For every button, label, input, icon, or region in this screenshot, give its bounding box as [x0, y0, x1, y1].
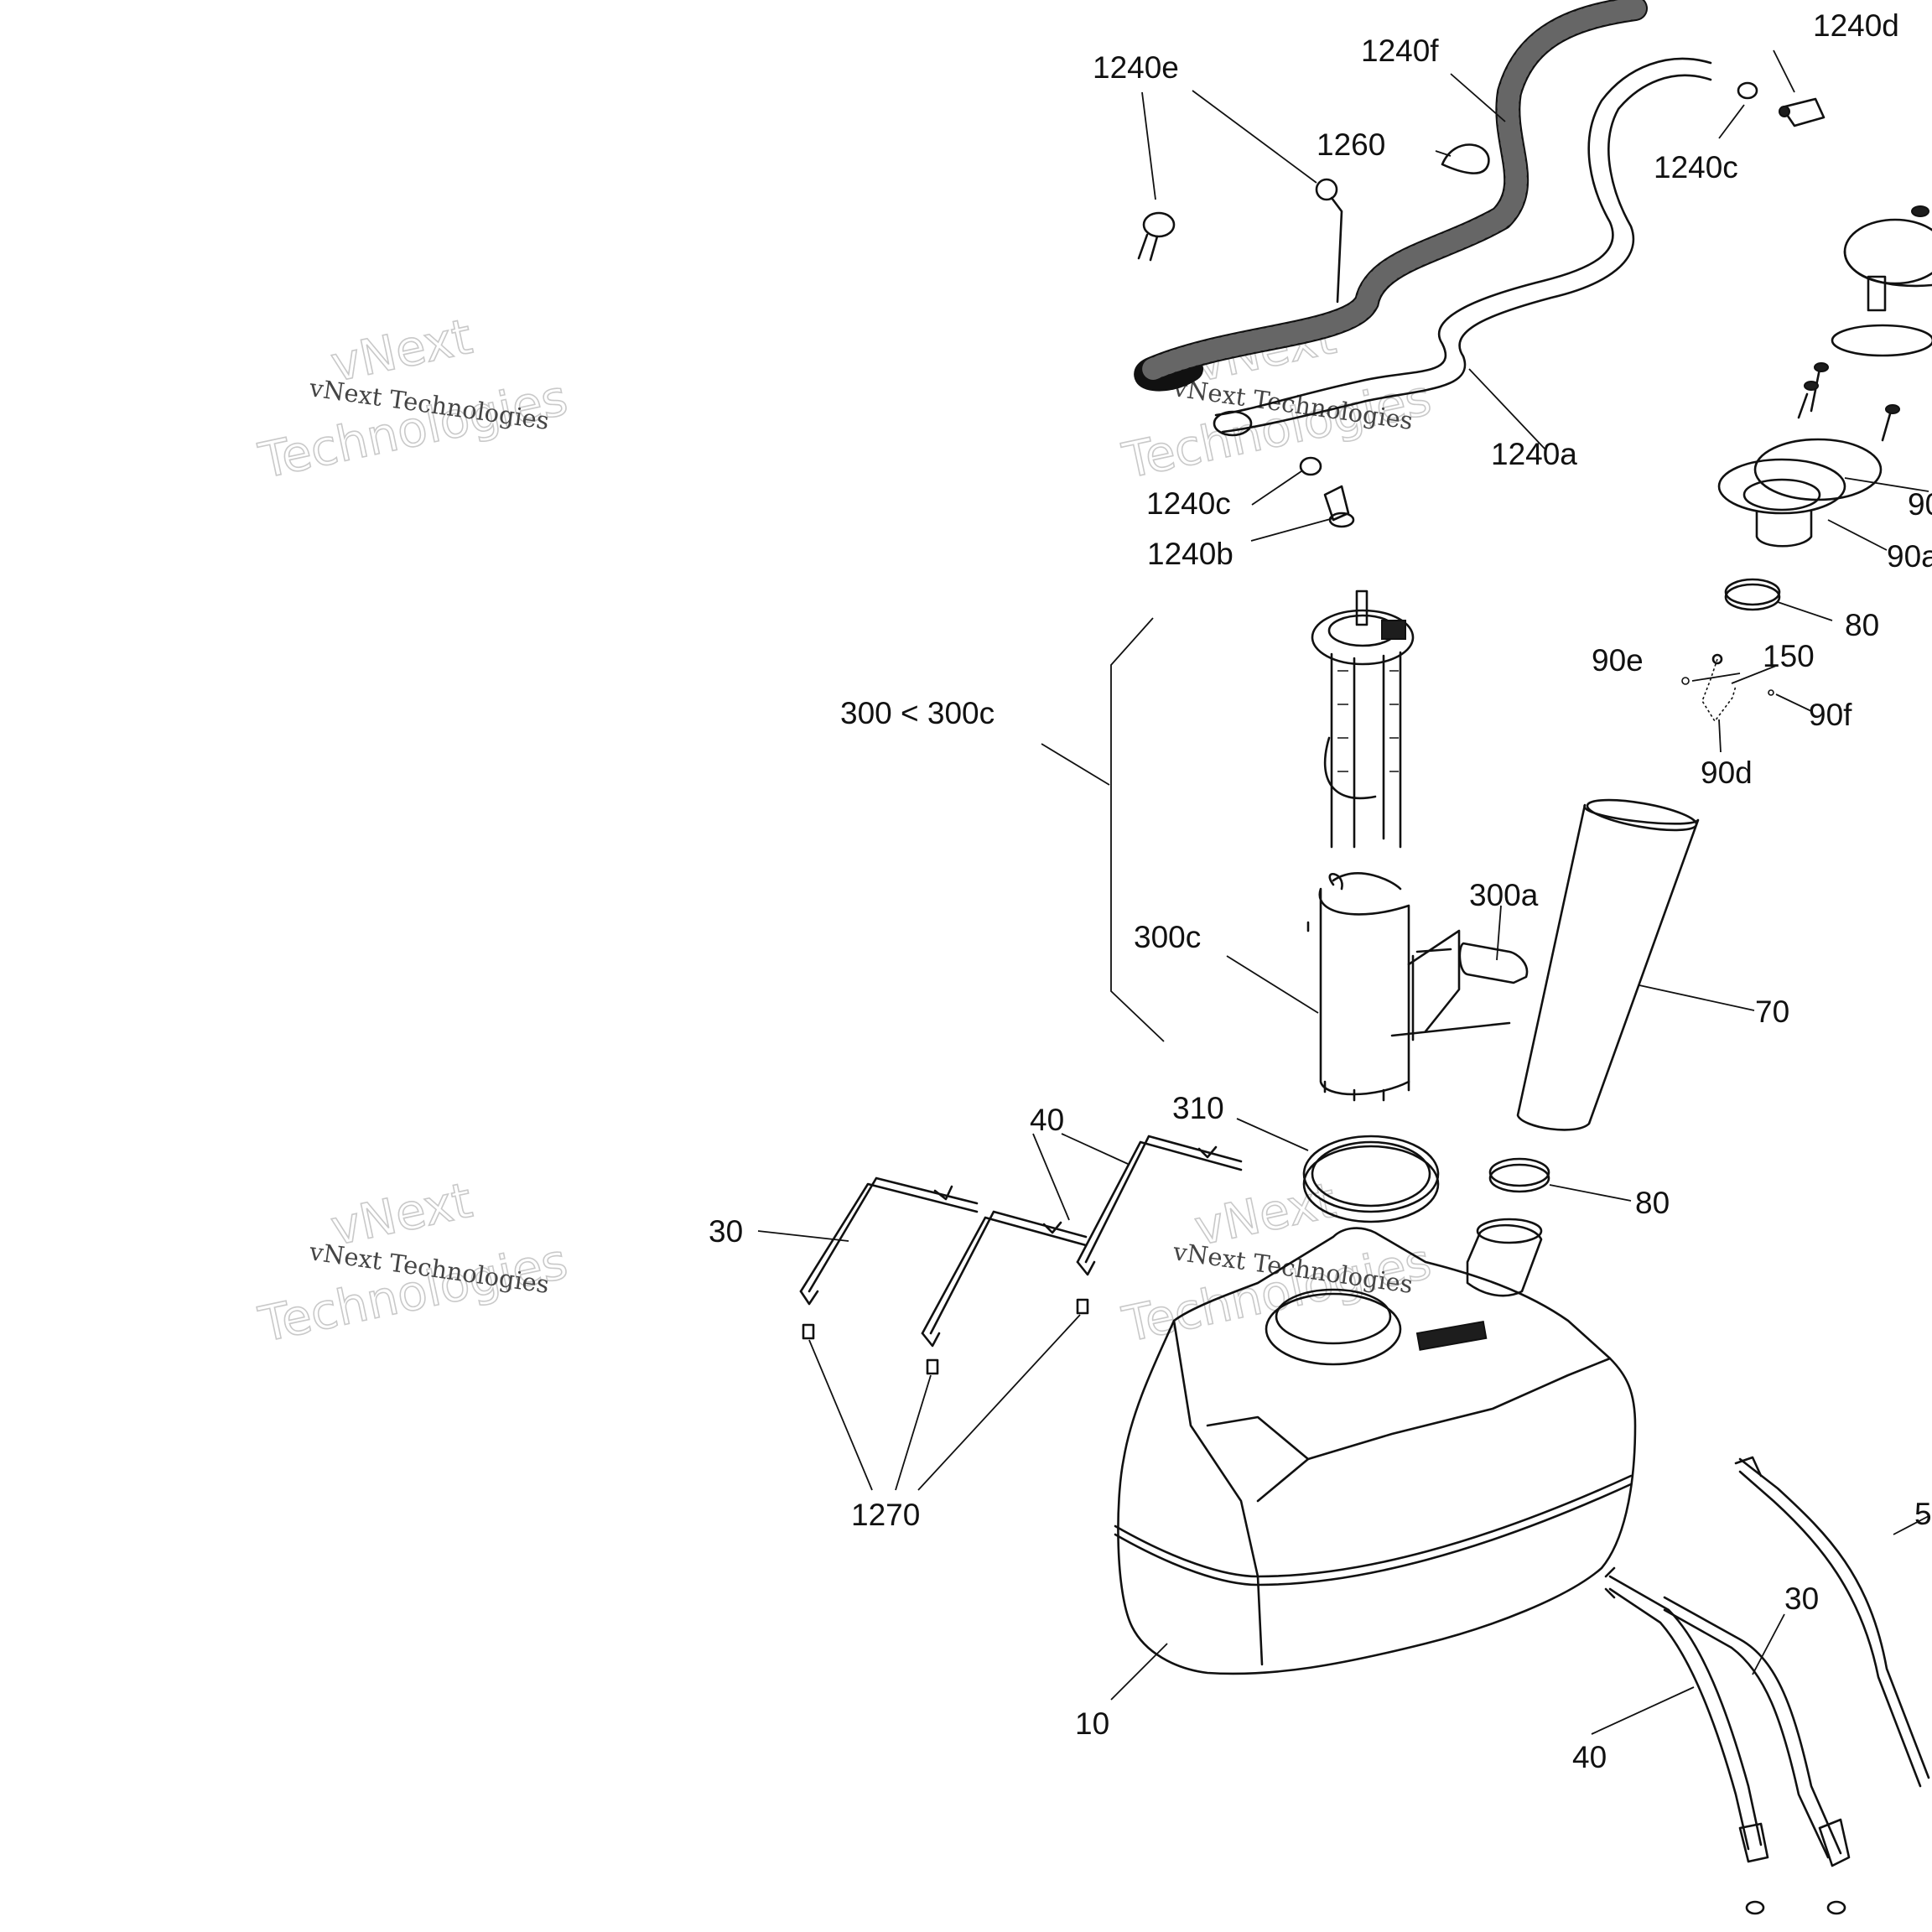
vent-tube — [1213, 57, 1712, 437]
label-1240f: 1240f — [1361, 34, 1439, 68]
watermark-mid-left: vNext Technologies vNext Technologies — [253, 1171, 573, 1354]
strap-30-right — [1663, 1596, 1851, 1867]
fuel-level-float — [1415, 942, 1529, 984]
label-150: 150 — [1763, 639, 1815, 673]
strap-40-middle — [921, 1210, 1088, 1348]
label-1240c-top: 1240c — [1654, 150, 1738, 184]
label-1240d: 1240d — [1813, 8, 1899, 43]
label-30-left: 30 — [709, 1214, 743, 1249]
label-80-mid: 80 — [1635, 1186, 1670, 1220]
clip-nuts-1270 — [802, 1298, 1089, 1375]
label-90a: 90a — [1887, 539, 1932, 574]
screw-90f — [1768, 689, 1774, 696]
label-310: 310 — [1172, 1091, 1224, 1125]
label-1240a: 1240a — [1491, 437, 1577, 471]
hose-clamp-1240e — [1137, 211, 1176, 262]
label-300-300c: 300 < 300c — [840, 696, 995, 730]
fitting-1240d — [1779, 97, 1826, 127]
leader-lines — [757, 49, 1929, 1735]
strap-40-bottom — [1604, 1566, 1769, 1863]
label-10: 10 — [1075, 1706, 1109, 1741]
fuel-tank — [1114, 1218, 1637, 1675]
label-1240c: 1240c — [1146, 486, 1231, 521]
label-90e: 90e — [1592, 643, 1644, 678]
strap-30-left — [799, 1176, 979, 1306]
label-30-right: 30 — [1784, 1581, 1819, 1616]
label-5-cut: 5 — [1914, 1497, 1932, 1531]
clamp-80-mid — [1488, 1157, 1550, 1193]
filler-pipe — [1516, 798, 1700, 1131]
label-90-cut: 90 — [1908, 487, 1932, 522]
clip-1260 — [1441, 143, 1490, 174]
label-70: 70 — [1755, 995, 1789, 1029]
screw-90e — [1681, 677, 1690, 685]
fuel-pump-module — [1311, 589, 1415, 849]
part-labels: 1240e 1240f 1240d 1260 1240c 1240a 1240c… — [709, 8, 1932, 1774]
label-1240e: 1240e — [1093, 50, 1179, 85]
label-1260: 1260 — [1317, 127, 1385, 162]
label-40-top: 40 — [1030, 1103, 1064, 1137]
filler-cap — [1843, 205, 1932, 312]
label-90f: 90f — [1809, 698, 1852, 732]
clamp-1240c-top — [1737, 81, 1758, 100]
chain-90d — [1701, 653, 1737, 723]
label-300a: 300a — [1469, 878, 1539, 912]
filler-neck-90a — [1717, 458, 1846, 548]
clamp-80-top — [1724, 578, 1781, 611]
label-80-top: 80 — [1845, 608, 1879, 642]
label-1240b: 1240b — [1147, 537, 1233, 571]
fuel-pump — [1306, 872, 1511, 1102]
corrugated-vent-hose — [1134, 0, 1648, 392]
label-40-bottom: 40 — [1572, 1740, 1607, 1774]
cap-seal — [1831, 324, 1932, 357]
label-90d: 90d — [1701, 756, 1753, 790]
screws — [1797, 362, 1900, 442]
elbow-fitting-1240b — [1323, 485, 1355, 528]
label-300c: 300c — [1134, 920, 1201, 954]
label-1270: 1270 — [851, 1498, 920, 1532]
strap-40-right — [1076, 1135, 1243, 1276]
seal-ring — [1302, 1135, 1440, 1223]
strap-5-right — [1734, 1456, 1930, 1788]
watermark-top-left: vNext Technologies vNext Technologies — [253, 307, 573, 491]
dipstick-rod — [1315, 178, 1343, 304]
clip-nuts-bottom — [1745, 1900, 1846, 1915]
clamp-1240c — [1299, 456, 1322, 476]
